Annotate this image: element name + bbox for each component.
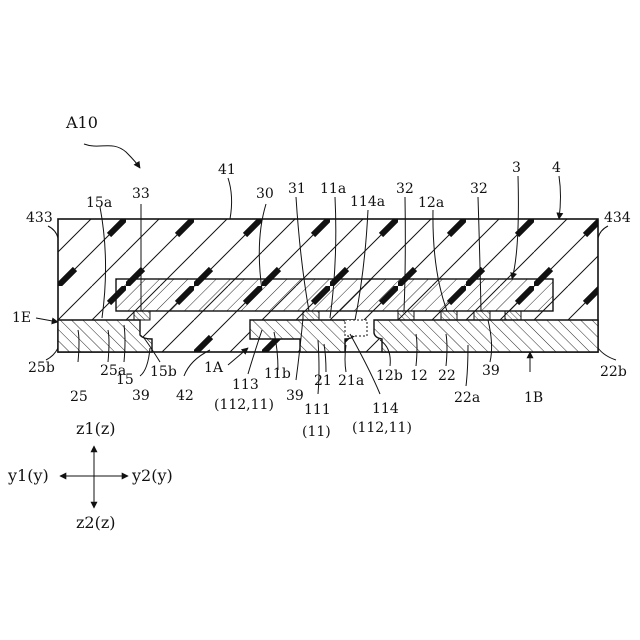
svg-text:11a: 11a xyxy=(320,181,346,197)
svg-text:(112,11): (112,11) xyxy=(214,397,274,413)
axis-y1-label: y1(y) xyxy=(7,466,49,485)
svg-text:3: 3 xyxy=(512,160,521,176)
svg-text:15b: 15b xyxy=(150,364,177,380)
semiconductor-element xyxy=(116,279,553,311)
svg-text:22a: 22a xyxy=(454,390,480,406)
reference-labels-top: 433 434 41 4 3 33 15a 30 31 11a 114a 32 … xyxy=(26,160,631,226)
svg-text:11b: 11b xyxy=(264,366,291,382)
dashed-region xyxy=(345,320,367,336)
svg-text:39: 39 xyxy=(132,388,150,404)
axis-z2-label: z2(z) xyxy=(76,513,116,532)
svg-text:1E: 1E xyxy=(12,310,31,326)
svg-text:22b: 22b xyxy=(600,364,627,380)
svg-text:111: 111 xyxy=(304,402,331,418)
svg-text:41: 41 xyxy=(218,162,236,178)
svg-text:15: 15 xyxy=(116,372,134,388)
svg-text:433: 433 xyxy=(26,210,53,226)
svg-text:12b: 12b xyxy=(376,368,403,384)
svg-text:25b: 25b xyxy=(28,360,55,376)
svg-text:1B: 1B xyxy=(524,390,543,406)
svg-text:33: 33 xyxy=(132,186,150,202)
svg-text:12a: 12a xyxy=(418,195,444,211)
svg-text:32: 32 xyxy=(396,181,414,197)
axis-z1-label: z1(z) xyxy=(76,419,116,438)
coordinate-axes: z1(z) z2(z) y1(y) y2(y) xyxy=(7,419,173,532)
svg-text:32: 32 xyxy=(470,181,488,197)
svg-text:1A: 1A xyxy=(204,360,224,376)
svg-text:21: 21 xyxy=(314,373,332,389)
svg-text:31: 31 xyxy=(288,181,306,197)
axis-y2-label: y2(y) xyxy=(131,466,173,485)
svg-text:12: 12 xyxy=(410,368,428,384)
svg-text:39: 39 xyxy=(286,388,304,404)
svg-text:4: 4 xyxy=(552,160,561,176)
svg-text:30: 30 xyxy=(256,186,274,202)
svg-text:114: 114 xyxy=(372,401,399,417)
svg-text:39: 39 xyxy=(482,363,500,379)
svg-text:(11): (11) xyxy=(302,424,331,440)
svg-text:113: 113 xyxy=(232,377,259,393)
svg-text:25: 25 xyxy=(70,389,88,405)
svg-text:42: 42 xyxy=(176,388,194,404)
svg-text:434: 434 xyxy=(604,210,631,226)
title-arrow xyxy=(84,144,140,168)
svg-text:15a: 15a xyxy=(86,195,112,211)
svg-text:21a: 21a xyxy=(338,373,364,389)
svg-text:114a: 114a xyxy=(350,194,385,210)
svg-text:22: 22 xyxy=(438,368,456,384)
svg-text:(112,11): (112,11) xyxy=(352,420,412,436)
figure-title: A10 xyxy=(65,113,98,132)
